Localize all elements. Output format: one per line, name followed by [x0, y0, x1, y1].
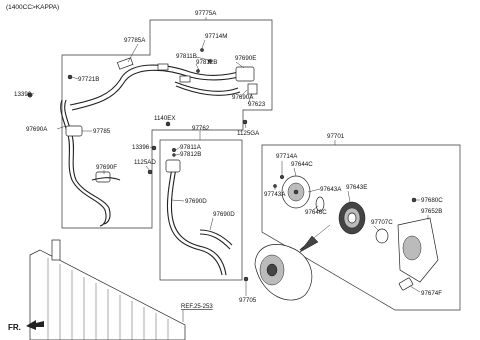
label-13396-top: 13396: [14, 91, 32, 98]
label-97690A-left: 97690A: [26, 126, 48, 133]
fitting-97721B: [67, 74, 73, 80]
hose-fitting-97785A: [116, 57, 134, 70]
bolt-97714M: [200, 48, 204, 52]
relief-valve-97674F: [398, 277, 414, 291]
label-97707C: 97707C: [371, 219, 393, 226]
label-97811B: 97811B: [176, 53, 197, 60]
sensor-97623: [247, 83, 258, 95]
cap-97811A: [171, 147, 177, 153]
valve-97680C: [411, 197, 417, 203]
label-97775A: 97775A: [195, 10, 217, 17]
label-97785A: 97785A: [124, 37, 146, 44]
suction-hose-assembly: [67, 48, 258, 111]
label-97714M: 97714M: [205, 33, 227, 40]
valve-core-97812B-mid: [172, 153, 176, 157]
bolt-97705: [243, 276, 249, 282]
label-97811A: 97811A: [180, 144, 202, 151]
label-1125AD: 1125AD: [134, 159, 156, 166]
shim-97646C: [315, 196, 325, 212]
label-97743A: 97743A: [264, 191, 286, 198]
label-1140EX: 1140EX: [154, 115, 176, 122]
label-97812B-top: 97812B: [196, 59, 217, 66]
pressure-valve-97690E: [235, 66, 255, 82]
label-97646C: 97646C: [305, 209, 327, 216]
bracket-97785: [65, 125, 83, 137]
front-orientation-label: FR.: [8, 323, 21, 332]
label-97690A-right: 97690A: [232, 94, 254, 101]
label-97690E: 97690E: [235, 55, 256, 62]
label-97674F: 97674F: [421, 290, 442, 297]
frame-97701: [261, 144, 461, 311]
coil-97707C: [375, 228, 389, 244]
liquid-tube-97762: [165, 147, 233, 276]
label-1125GA: 1125GA: [237, 130, 260, 137]
assembled-compressor: [254, 224, 331, 301]
cap-97811B: [208, 59, 212, 63]
frame-97775A: [61, 19, 273, 229]
label-97714A: 97714A: [276, 153, 298, 160]
discharge-hose-left: [60, 99, 121, 227]
label-97644C: 97644C: [291, 161, 313, 168]
frame-97762: [159, 139, 243, 281]
reference-link[interactable]: REF.25-253: [181, 304, 213, 310]
label-97680C: 97680C: [421, 197, 443, 204]
label-97762: 97762: [192, 125, 210, 132]
label-97690F: 97690F: [96, 164, 117, 171]
label-97721B: 97721B: [78, 76, 99, 83]
hose-clamp-mid: [179, 75, 191, 83]
label-97643A: 97643A: [320, 186, 342, 193]
valve-core-97812B: [196, 69, 200, 73]
condenser-core: [29, 239, 186, 340]
label-97690D-a: 97690D: [185, 198, 207, 205]
front-arrow-icon: [26, 320, 44, 330]
label-97812B-mid: 97812B: [180, 151, 201, 158]
engine-variant-header: (1400CC>KAPPA): [6, 4, 59, 11]
fitting-97690D: [165, 159, 181, 173]
label-97690D-b: 97690D: [213, 211, 235, 218]
label-97643E: 97643E: [346, 184, 367, 191]
label-97705: 97705: [239, 297, 257, 304]
label-97701: 97701: [327, 133, 345, 140]
compressor-exploded-view: [279, 174, 439, 291]
label-97652B: 97652B: [421, 208, 442, 215]
label-97785: 97785: [93, 128, 111, 135]
label-97623: 97623: [248, 101, 266, 108]
hose-clamp-upper: [157, 63, 169, 71]
bolt-1125GA: [242, 119, 248, 125]
bolt-1125AD: [147, 169, 153, 175]
fitting-97690F: [95, 171, 111, 183]
label-13396-mid: 13396: [132, 144, 150, 151]
